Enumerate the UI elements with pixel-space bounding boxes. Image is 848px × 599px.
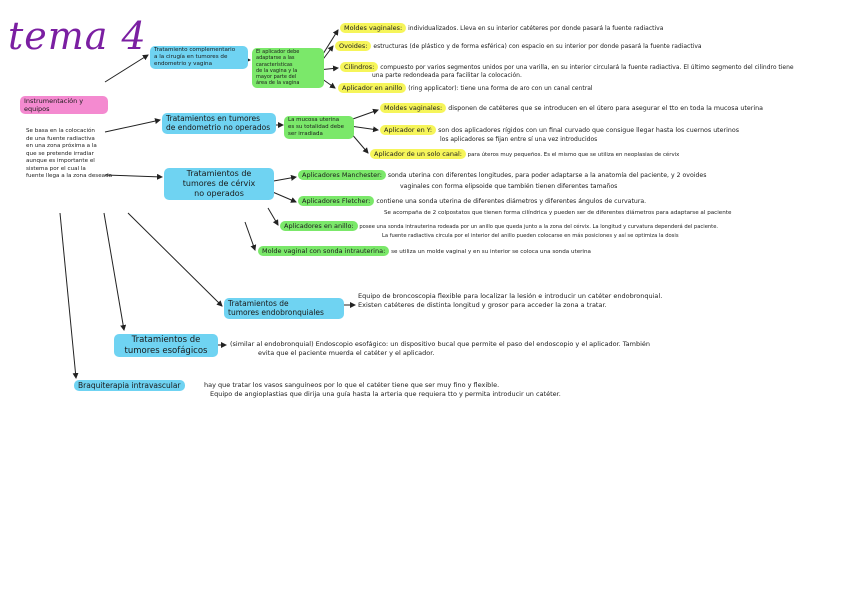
arrow-to-b3 [104,173,163,180]
arrow-b2-i1 [349,108,379,121]
b5-text: (similar al endobronquial) Endoscopio es… [230,340,651,357]
root-label: Instrumentación y equipos [20,96,108,115]
b1-item-1: Moldes vaginales: individualizados. Llev… [340,23,663,33]
b3-item-4: Molde vaginal con sonda intrauterina: se… [258,246,591,257]
arrow-b2-i2 [349,125,379,133]
b2-item-2: Aplicador en Y: son dos aplicadores rígi… [380,125,739,136]
b3-item-1: Aplicadores Manchester: sonda uterina co… [298,170,706,180]
b1-item-3: Cilindros: compuesto por varios segmento… [340,62,794,72]
arrow-to-b6 [59,212,79,379]
b1-item-4: Aplicador en anillo (ring applicator): t… [338,83,593,93]
b3-item-3: Aplicadores en anillo: posee una sonda i… [280,221,718,231]
b3-item-2: Aplicadores Fletcher: contiene una sonda… [298,196,646,206]
b2-item-1: Moldes vaginales: disponen de catéteres … [380,103,763,114]
b6-text: hay que tratar los vasos sanguíneos por … [204,381,561,398]
b6-label: Braquiterapia intravascular [74,380,185,392]
arrow-b3-i7 [244,221,257,251]
b3-item-2b: Se acompaña de 2 colpostatos que tienen … [384,210,732,216]
b3-item-3b: La fuente radiactiva circula por el inte… [382,233,679,239]
arrow-to-b5 [103,212,127,331]
b4-text: Equipo de broncoscopia flexible para loc… [358,292,663,309]
b3-item-1b: vaginales con forma elipsoide que tambié… [400,183,618,190]
arrow-to-b2 [104,118,161,133]
b2-item-3: Aplicador de un solo canal: para úteros … [370,149,679,159]
b1-item-2: Ovoides: estructuras (de plástico y de f… [335,41,702,51]
b2-item-2b: los aplicadores se fijan entre sí una ve… [440,136,598,143]
b1-item-3b: una parte redondeada para facilitar la c… [372,72,522,79]
arrow-b3-i5 [267,207,279,226]
arrow-to-b4 [127,212,223,307]
page-title: tema 4 [8,14,147,58]
arrow-to-b1 [104,54,149,83]
